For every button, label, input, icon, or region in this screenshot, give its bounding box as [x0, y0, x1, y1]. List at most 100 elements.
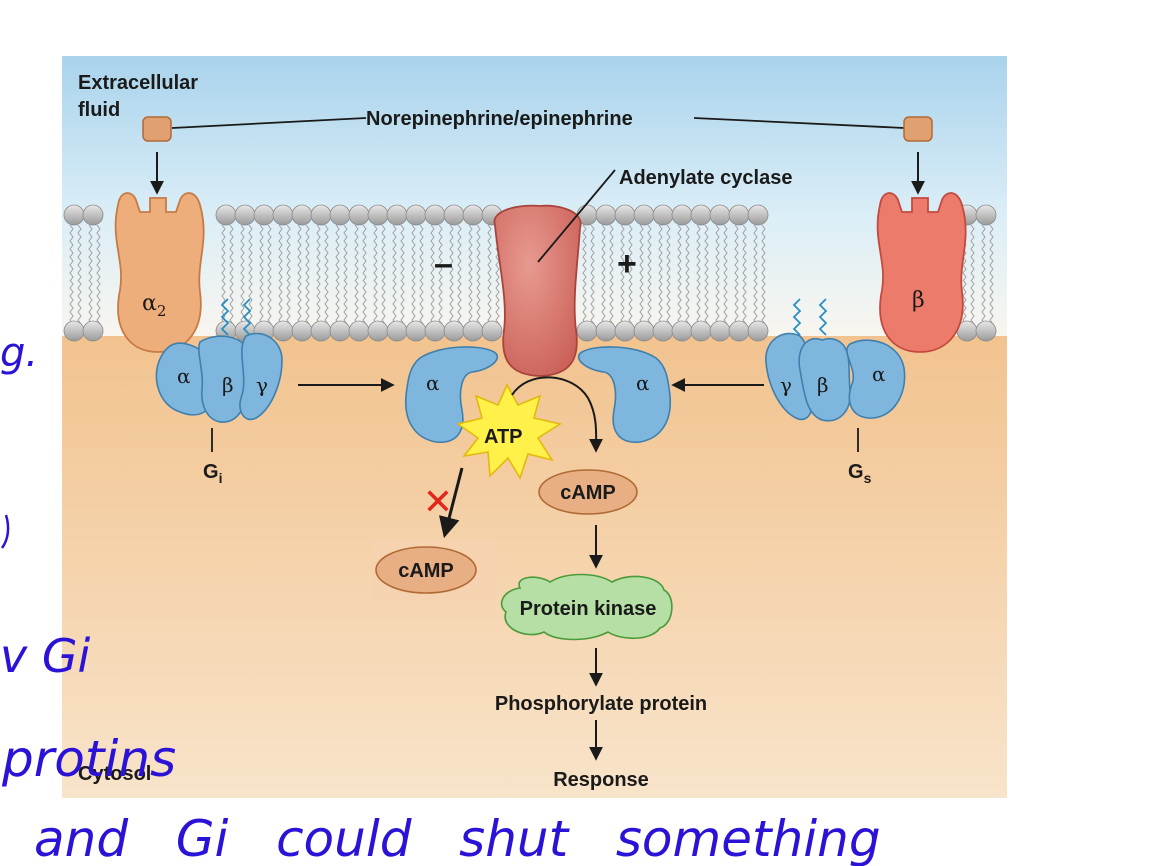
lipid-tail — [335, 279, 340, 329]
lipid-tail — [96, 279, 101, 329]
lipid-tail — [620, 279, 625, 329]
phospholipid-head — [443, 204, 465, 226]
lipid-tail — [495, 279, 500, 329]
lipid-tail — [324, 224, 329, 282]
ac-alpha-right — [577, 346, 672, 443]
phospholipid-head — [747, 320, 769, 342]
phospholipid-head — [272, 320, 294, 342]
gi-beta-subunit — [198, 335, 252, 423]
lipid-tail — [715, 279, 720, 329]
lipid-tail — [96, 224, 101, 282]
ligand-left — [142, 116, 172, 142]
lipid-tail — [221, 224, 226, 282]
phospholipid-head — [633, 320, 655, 342]
gs-lipid-anchor-2 — [818, 298, 828, 336]
lipid-tail — [582, 279, 587, 329]
lipid-tail — [601, 279, 606, 329]
blocked-x-mark: ✕ — [423, 482, 453, 523]
extracellular-label-line2: fluid — [78, 99, 120, 121]
lipid-tail — [753, 224, 758, 282]
lipid-tail — [476, 224, 481, 282]
gs-label: Gs — [848, 461, 872, 486]
protein-kinase — [500, 573, 673, 641]
phospholipid-head — [272, 204, 294, 226]
lipid-tail — [400, 279, 405, 329]
gs-alpha-subunit — [846, 339, 906, 419]
lipid-tail — [248, 279, 253, 329]
lipid-tail — [240, 279, 245, 329]
lipid-tail — [278, 224, 283, 282]
lipid-tail — [742, 224, 747, 282]
lipid-tail — [373, 279, 378, 329]
gs-protein: γ β α Gs — [765, 298, 906, 486]
lipid-tail — [77, 279, 82, 329]
phospholipid-head — [728, 204, 750, 226]
lipid-tail — [704, 279, 709, 329]
handwritten-left-stroke — [0, 514, 10, 549]
gi-subscript: i — [219, 470, 223, 486]
protein-kinase-label: Protein kinase — [520, 598, 657, 620]
lipid-tail — [677, 224, 682, 282]
lipid-tail — [981, 224, 986, 282]
phospholipid-head — [975, 320, 997, 342]
lipid-tail — [761, 279, 766, 329]
lipid-tail — [468, 224, 473, 282]
lipid-tail — [582, 224, 587, 282]
phospholipid-head — [329, 320, 351, 342]
phospholipid-head — [728, 320, 750, 342]
cell-membrane — [63, 204, 997, 342]
phospholipid-head — [367, 320, 389, 342]
lipid-tail — [666, 224, 671, 282]
lipid-tail — [734, 279, 739, 329]
atp-label: ATP — [484, 426, 523, 448]
lipid-tail — [685, 279, 690, 329]
lipid-tail — [989, 224, 994, 282]
lipid-tail — [639, 279, 644, 329]
phospholipid-head — [329, 204, 351, 226]
stimulation-sign: + — [617, 245, 637, 283]
lipid-tail — [324, 279, 329, 329]
phospholipid-head — [747, 204, 769, 226]
lipid-tail — [362, 224, 367, 282]
camp-blocked — [375, 546, 477, 594]
lipid-tail — [981, 279, 986, 329]
lipid-tail — [639, 224, 644, 282]
phospholipid-head — [633, 204, 655, 226]
lipid-tail — [970, 279, 975, 329]
phospholipid-head — [310, 320, 332, 342]
phospholipid-head — [975, 204, 997, 226]
lipid-tail — [411, 224, 416, 282]
phospholipid-head — [348, 320, 370, 342]
gs-beta-subunit — [798, 337, 851, 422]
lipid-tail — [970, 224, 975, 282]
lipid-tail — [647, 224, 652, 282]
lipid-tail — [381, 279, 386, 329]
gi-lipid-anchor-1 — [220, 298, 230, 336]
lipid-tail — [761, 224, 766, 282]
phospholipid-head — [82, 204, 104, 226]
camp-blocked-label: cAMP — [398, 560, 454, 582]
beta-receptor-symbol: β — [912, 288, 925, 313]
lipid-tail — [88, 279, 93, 329]
phospholipid-head — [367, 204, 389, 226]
arrow-atp-to-camp — [511, 376, 604, 453]
alpha2-symbol: α2 — [142, 291, 166, 320]
lipid-tail — [259, 279, 264, 329]
lipid-tail — [620, 224, 625, 282]
gs-gamma-symbol: γ — [780, 373, 792, 397]
lipid-tail — [411, 279, 416, 329]
phospholipid-head — [652, 204, 674, 226]
gs-alpha-symbol: α — [872, 362, 886, 386]
lipid-tail — [449, 224, 454, 282]
lipid-tail — [286, 224, 291, 282]
phospholipid-head — [405, 204, 427, 226]
lipid-tail — [742, 279, 747, 329]
gi-alpha-symbol: α — [177, 364, 191, 388]
lipid-tail — [88, 224, 93, 282]
lipid-tail — [240, 224, 245, 282]
inhibition-sign: – — [434, 245, 453, 283]
lipid-tail — [647, 279, 652, 329]
phospholipid-head — [652, 320, 674, 342]
lipid-tail — [362, 279, 367, 329]
lipid-tail — [354, 224, 359, 282]
